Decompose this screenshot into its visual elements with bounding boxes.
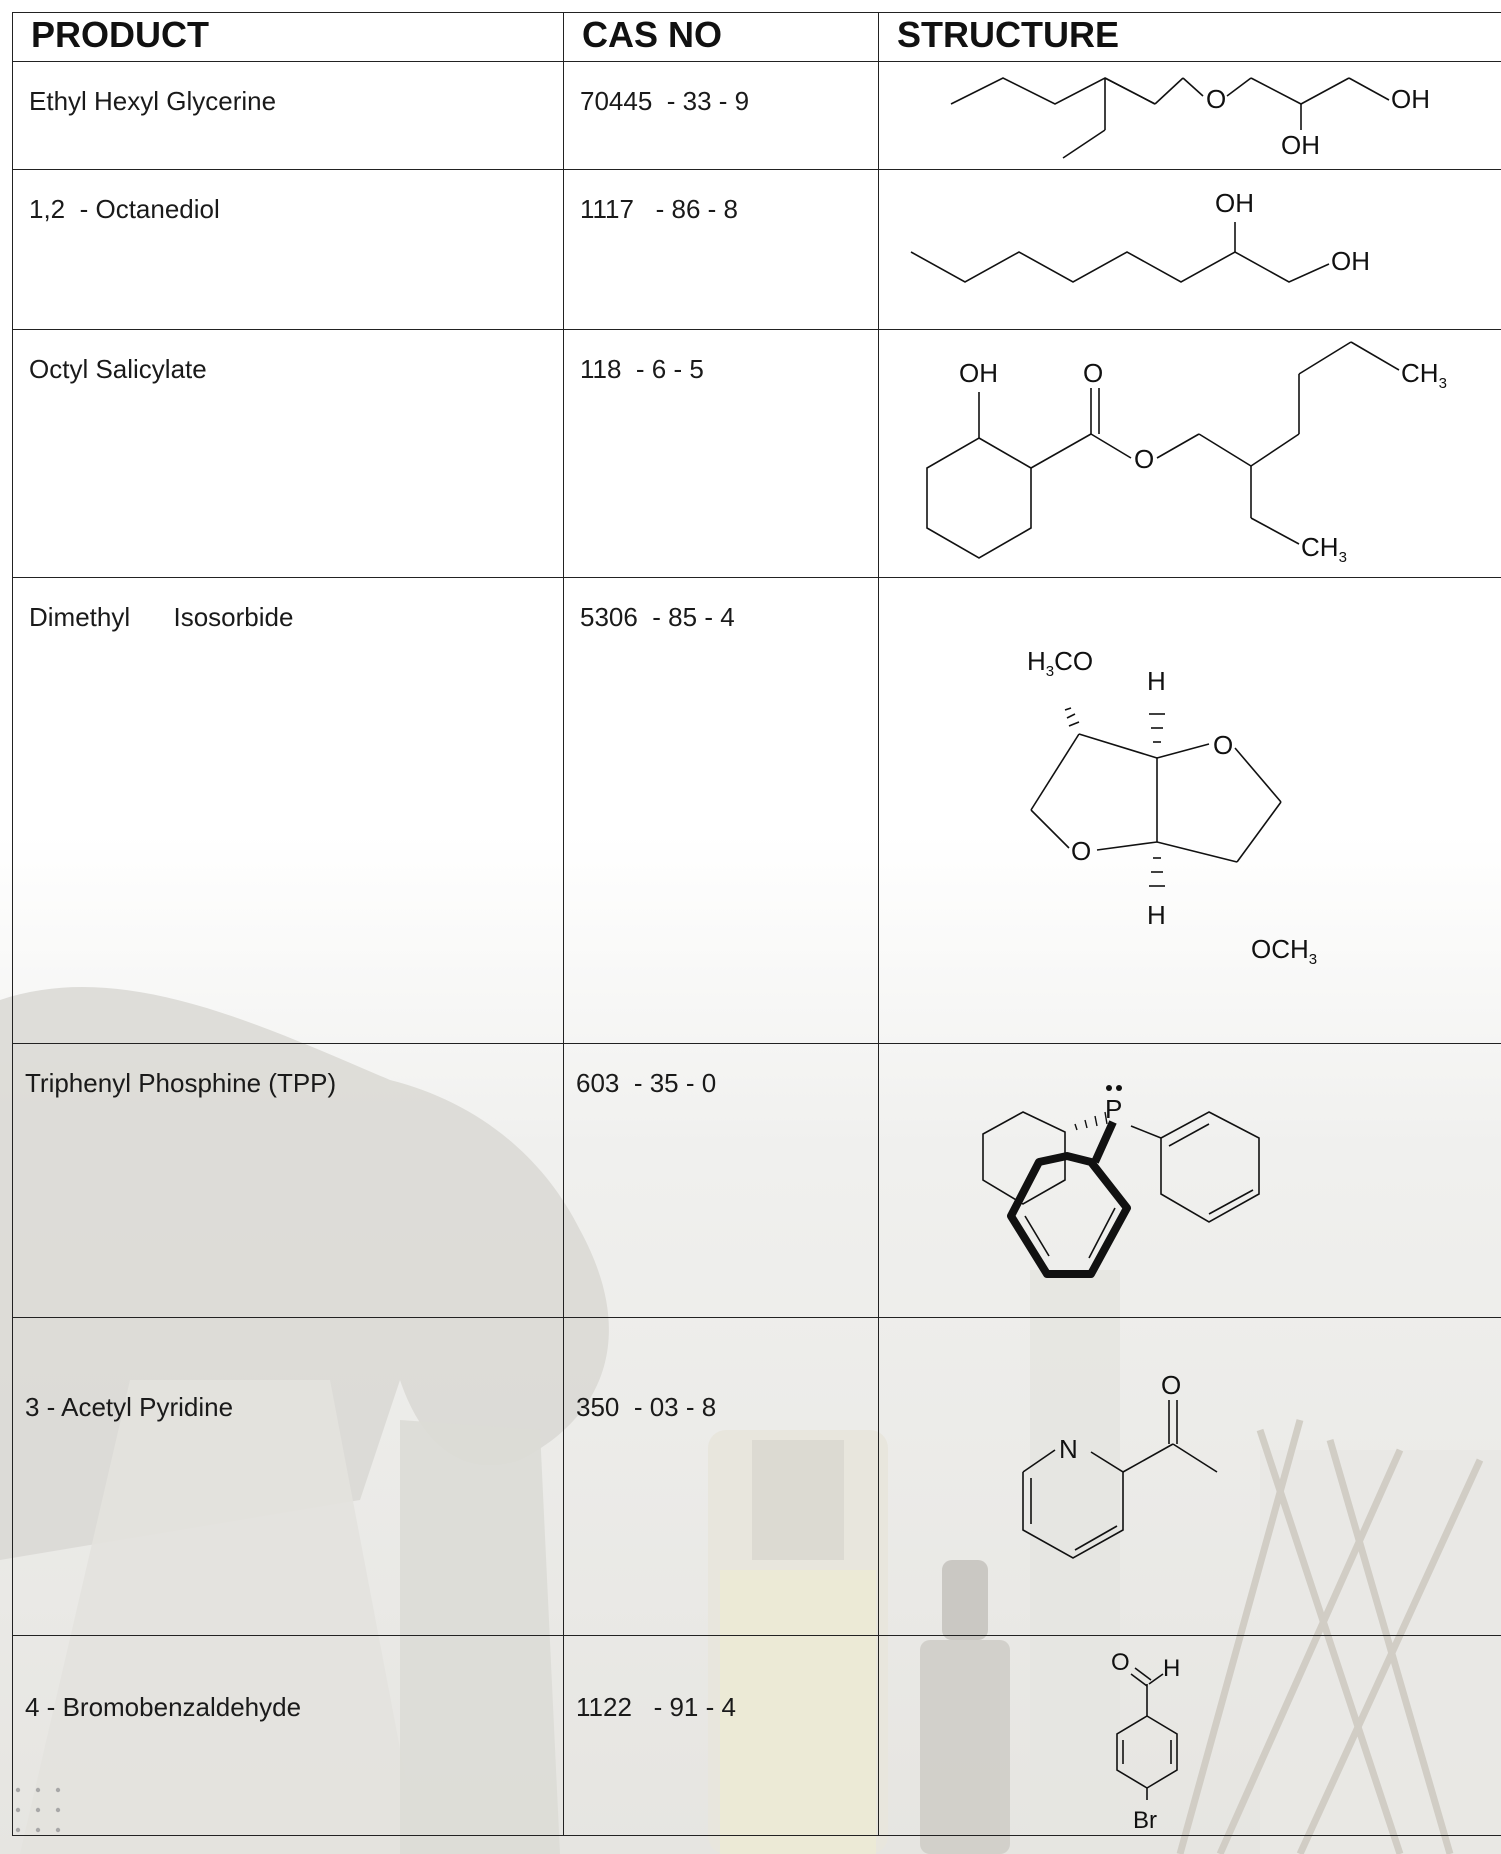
- atom-label: H: [1163, 1655, 1180, 1682]
- structure-drawing: P: [982, 1085, 1260, 1278]
- structure-bromobenzaldehyde: O H Br: [878, 1635, 1501, 1836]
- atom-label: OH: [1215, 188, 1254, 218]
- atom-label: OCH3: [1251, 934, 1317, 968]
- atom-label: O: [1134, 444, 1154, 474]
- structure-acetyl-pyridine: O N: [878, 1317, 1501, 1636]
- cas-number: 118 - 6 - 5: [580, 354, 704, 384]
- structure-ethyl-hexyl-glycerine: O OH OH: [878, 61, 1501, 170]
- product-name: Dimethyl Isosorbide: [29, 602, 294, 632]
- product-name: 4 - Bromobenzaldehyde: [25, 1692, 302, 1722]
- product-name: Ethyl Hexyl Glycerine: [29, 86, 277, 116]
- cas-number: 350 - 03 - 8: [576, 1392, 717, 1422]
- atom-label: OH: [959, 358, 998, 388]
- atom-label: CH3: [1301, 532, 1347, 566]
- structure-drawing: OH OH: [910, 188, 1370, 283]
- atom-label: Br: [1133, 1807, 1157, 1834]
- atom-label: H3CO: [1027, 646, 1093, 680]
- header-row: PRODUCT CAS NO STRUCTURE: [12, 12, 1501, 62]
- table-row: Ethyl Hexyl Glycerine 70445 - 33 - 9: [12, 61, 1501, 170]
- header-structure: STRUCTURE: [878, 12, 1501, 62]
- structure-drawing: OH O O CH3 CH3: [926, 341, 1447, 566]
- structure-drawing: O OH OH: [950, 77, 1430, 160]
- product-name: Octyl Salicylate: [29, 354, 207, 384]
- products-table: PRODUCT CAS NO STRUCTURE Ethyl Hexyl Gly…: [12, 12, 1501, 1836]
- atom-label: P: [1105, 1094, 1122, 1124]
- atom-label: N: [1059, 1434, 1078, 1464]
- cas-number: 1122 - 91 - 4: [576, 1692, 736, 1722]
- structure-octanediol: OH OH: [878, 169, 1501, 330]
- atom-label: OH: [1391, 84, 1430, 114]
- table-row: 1,2 - Octanediol 1117 - 86 - 8 OH OH: [12, 169, 1501, 330]
- table-row: Octyl Salicylate 118 - 6 - 5: [12, 329, 1501, 578]
- product-name: Triphenyl Phosphine (TPP): [25, 1068, 337, 1098]
- cas-number: 603 - 35 - 0: [576, 1068, 717, 1098]
- header-product: PRODUCT: [12, 12, 564, 62]
- table-row: Dimethyl Isosorbide 5306 - 85 - 4: [12, 577, 1501, 1044]
- atom-label: O: [1206, 84, 1226, 114]
- product-name: 3 - Acetyl Pyridine: [25, 1392, 234, 1422]
- cas-number: 1117 - 86 - 8: [580, 194, 739, 224]
- product-name: 1,2 - Octanediol: [29, 194, 220, 224]
- atom-label: H: [1147, 900, 1166, 930]
- table-row: 3 - Acetyl Pyridine 350 - 03 - 8 O: [12, 1317, 1501, 1636]
- cas-number: 70445 - 33 - 9: [580, 86, 750, 116]
- atom-label: O: [1111, 1649, 1130, 1676]
- structure-triphenyl-phosphine: P: [878, 1043, 1501, 1318]
- header-cas-no: CAS NO: [563, 12, 879, 62]
- atom-label: O: [1083, 358, 1103, 388]
- structure-drawing: H3CO H O O H OCH3: [1027, 646, 1317, 968]
- atom-label: O: [1213, 730, 1233, 760]
- cas-number: 5306 - 85 - 4: [580, 602, 735, 632]
- atom-label: OH: [1331, 246, 1370, 276]
- structure-octyl-salicylate: OH O O CH3 CH3: [878, 329, 1501, 578]
- structure-drawing: O H Br: [1111, 1649, 1180, 1834]
- atom-label: H: [1147, 666, 1166, 696]
- atom-label: OH: [1281, 130, 1320, 160]
- atom-label: CH3: [1401, 358, 1447, 392]
- table-row: Triphenyl Phosphine (TPP) 603 - 35 - 0: [12, 1043, 1501, 1318]
- atom-label: O: [1071, 836, 1091, 866]
- structure-dimethyl-isosorbide: H3CO H O O H OCH3: [878, 577, 1501, 1044]
- table-row: 4 - Bromobenzaldehyde 1122 - 91 - 4 O: [12, 1635, 1501, 1836]
- atom-label: O: [1161, 1370, 1181, 1400]
- decorative-dots: [15, 1787, 61, 1833]
- structure-drawing: O N: [1022, 1370, 1218, 1559]
